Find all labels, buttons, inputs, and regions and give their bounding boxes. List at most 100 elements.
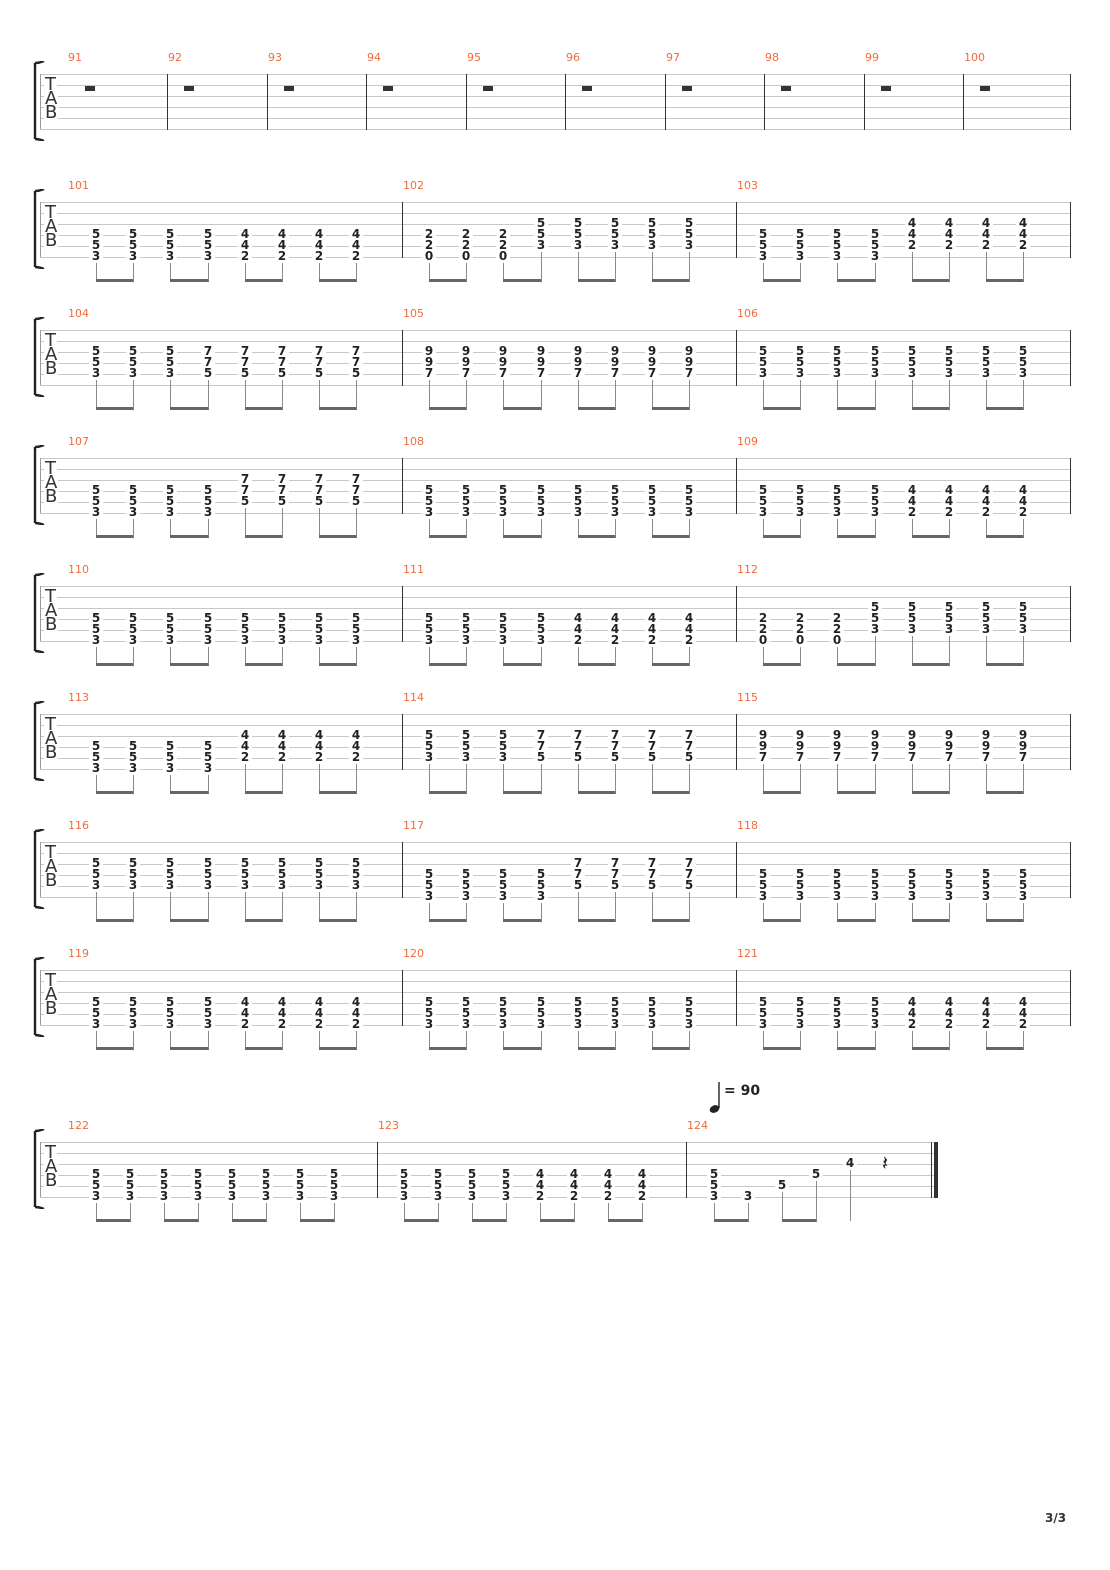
fret-number: 4 (1016, 1007, 1030, 1019)
note-stem (615, 647, 616, 665)
note-stem (170, 1031, 171, 1049)
fret-number: 3 (422, 890, 436, 902)
barline-end (1070, 586, 1071, 642)
eighth-beam (429, 279, 467, 282)
note-stem (300, 1203, 301, 1221)
fret-number: 9 (571, 345, 585, 357)
note-stem (800, 263, 801, 281)
fret-number: 5 (1016, 879, 1030, 891)
fret-number: 5 (534, 623, 548, 635)
note-stem (466, 903, 467, 921)
fret-number: 3 (201, 250, 215, 262)
fret-number: 5 (830, 484, 844, 496)
note-stem (800, 903, 801, 921)
tab-clef-letter: A (44, 984, 59, 1005)
eighth-beam (429, 791, 467, 794)
fret-number: 3 (496, 1018, 510, 1030)
fret-number: 5 (89, 356, 103, 368)
fret-number: 3 (275, 879, 289, 891)
fret-number: 5 (942, 612, 956, 624)
note-stem (429, 1031, 430, 1049)
fret-number: 4 (349, 740, 363, 752)
barline (736, 330, 737, 386)
fret-number: 4 (942, 217, 956, 229)
note-stem (429, 903, 430, 921)
page-number: 3/3 (1045, 1511, 1067, 1525)
fret-number: 5 (201, 612, 215, 624)
fret-number: 3 (571, 1018, 585, 1030)
fret-number: 4 (1016, 228, 1030, 240)
fret-number: 0 (793, 634, 807, 646)
barline (167, 74, 168, 130)
fret-number: 2 (601, 1190, 615, 1202)
measure-number: 105 (403, 307, 424, 320)
note-stem (986, 764, 987, 793)
fret-number: 5 (499, 1179, 513, 1191)
note-stem (170, 647, 171, 665)
fret-number: 5 (830, 345, 844, 357)
fret-number: 3 (534, 1018, 548, 1030)
tab-clef-letter: T (44, 1142, 57, 1163)
fret-number: 3 (1016, 367, 1030, 379)
fret-number: 5 (645, 484, 659, 496)
fret-number: 5 (422, 612, 436, 624)
measure-number: 95 (467, 51, 481, 64)
note-stem (541, 380, 542, 409)
measure-number: 98 (765, 51, 779, 64)
fret-number: 3 (905, 623, 919, 635)
staff-line (40, 714, 1070, 715)
staff-line (40, 458, 1070, 459)
note-stem (208, 1031, 209, 1049)
note-stem (875, 903, 876, 921)
fret-number: 9 (756, 740, 770, 752)
fret-number: 5 (126, 868, 140, 880)
staff-line (40, 725, 1070, 726)
fret-number: 5 (238, 868, 252, 880)
fret-number: 3 (608, 239, 622, 251)
note-stem (949, 380, 950, 409)
fret-number: 9 (793, 729, 807, 741)
tab-clef-letter: A (44, 1156, 59, 1177)
fret-number: 3 (312, 634, 326, 646)
eighth-beam (578, 791, 616, 794)
fret-number: 5 (905, 601, 919, 613)
fret-number: 5 (979, 879, 993, 891)
fret-number: 5 (349, 623, 363, 635)
fret-number: 5 (496, 484, 510, 496)
eighth-beam (245, 407, 283, 410)
fret-number: 7 (571, 857, 585, 869)
fret-number: 7 (349, 484, 363, 496)
fret-number: 7 (608, 740, 622, 752)
fret-number: 5 (793, 996, 807, 1008)
note-stem (748, 1203, 749, 1221)
eighth-beam (503, 919, 542, 922)
measure-number: 119 (68, 947, 89, 960)
fret-number: 5 (496, 729, 510, 741)
fret-number: 7 (312, 473, 326, 485)
fret-number: 3 (868, 250, 882, 262)
whole-rest (980, 86, 990, 91)
fret-number: 4 (905, 495, 919, 507)
fret-number: 5 (163, 345, 177, 357)
eighth-beam (429, 1047, 467, 1050)
fret-number: 3 (163, 762, 177, 774)
fret-number: 7 (571, 367, 585, 379)
staff-start-line (40, 842, 41, 897)
fret-number: 4 (349, 228, 363, 240)
barline-end (1070, 970, 1071, 1026)
staff-line (40, 202, 1070, 203)
note-stem (763, 764, 764, 793)
fret-number: 9 (793, 740, 807, 752)
note-stem (472, 1203, 473, 1221)
fret-number: 5 (126, 1007, 140, 1019)
measure-number: 121 (737, 947, 758, 960)
staff-line (40, 469, 1070, 470)
fret-number: 3 (830, 367, 844, 379)
fret-number: 5 (608, 751, 622, 763)
staff-start-line (40, 330, 41, 385)
fret-number: 5 (534, 484, 548, 496)
note-stem (133, 263, 134, 281)
barline (736, 842, 737, 898)
fret-number: 4 (979, 484, 993, 496)
tab-clef-letter: T (44, 714, 57, 735)
